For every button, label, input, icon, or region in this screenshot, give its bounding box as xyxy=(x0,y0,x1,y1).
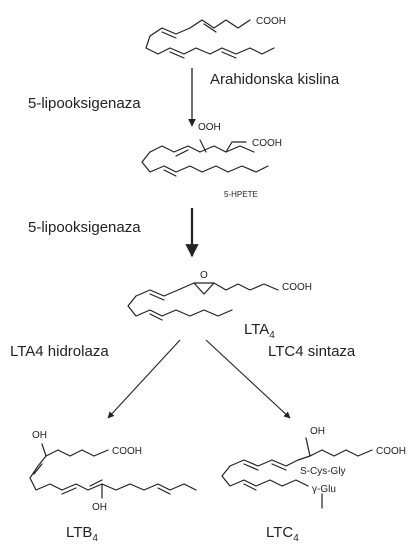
lta4-label: LTA4 xyxy=(244,321,275,341)
hpete-structure: OOH COOH xyxy=(141,122,282,177)
enzyme-right-label: LTC4 sintaza xyxy=(268,343,356,360)
ltb4-structure: OH OH COOH xyxy=(29,430,197,513)
ltc4-structure: OH COOH S-Cys-Gly γ-Glu xyxy=(221,426,406,509)
arachidonic-cooh-label: COOH xyxy=(256,16,286,27)
ltb4-cooh-label: COOH xyxy=(112,446,142,457)
lta4-cooh-label: COOH xyxy=(282,282,312,293)
enzyme-left-label: LTA4 hidrolaza xyxy=(10,343,109,360)
ltb4-oh-top-label: OH xyxy=(32,430,47,441)
hpete-ooh-label: OOH xyxy=(198,122,221,133)
arrow-to-ltb4 xyxy=(107,339,181,419)
lta4-epoxide-o-label: O xyxy=(200,270,208,281)
ltc4-oh-label: OH xyxy=(310,426,325,437)
ltc4-cooh-label: COOH xyxy=(376,446,406,457)
enzyme-step1-label: 5-lipooksigenaza xyxy=(28,95,141,112)
ltc4-label: LTC4 xyxy=(266,524,299,544)
ltc4-scysgly-label: S-Cys-Gly xyxy=(300,466,346,477)
arachidonic-acid-structure: COOH xyxy=(145,16,286,59)
hpete-cooh-label: COOH xyxy=(252,138,282,149)
ltb4-label: LTB4 xyxy=(66,524,98,544)
ltc4-yglu-label: γ-Glu xyxy=(312,484,336,495)
arachidonic-acid-label: Arahidonska kislina xyxy=(210,71,340,88)
lta4-structure: O COOH xyxy=(127,270,312,321)
ltb4-oh-bottom-label: OH xyxy=(92,502,107,513)
arrow-to-ltc4 xyxy=(205,339,291,419)
hpete-label: 5-HPETE xyxy=(224,190,258,199)
enzyme-step2-label: 5-lipooksigenaza xyxy=(28,219,141,236)
